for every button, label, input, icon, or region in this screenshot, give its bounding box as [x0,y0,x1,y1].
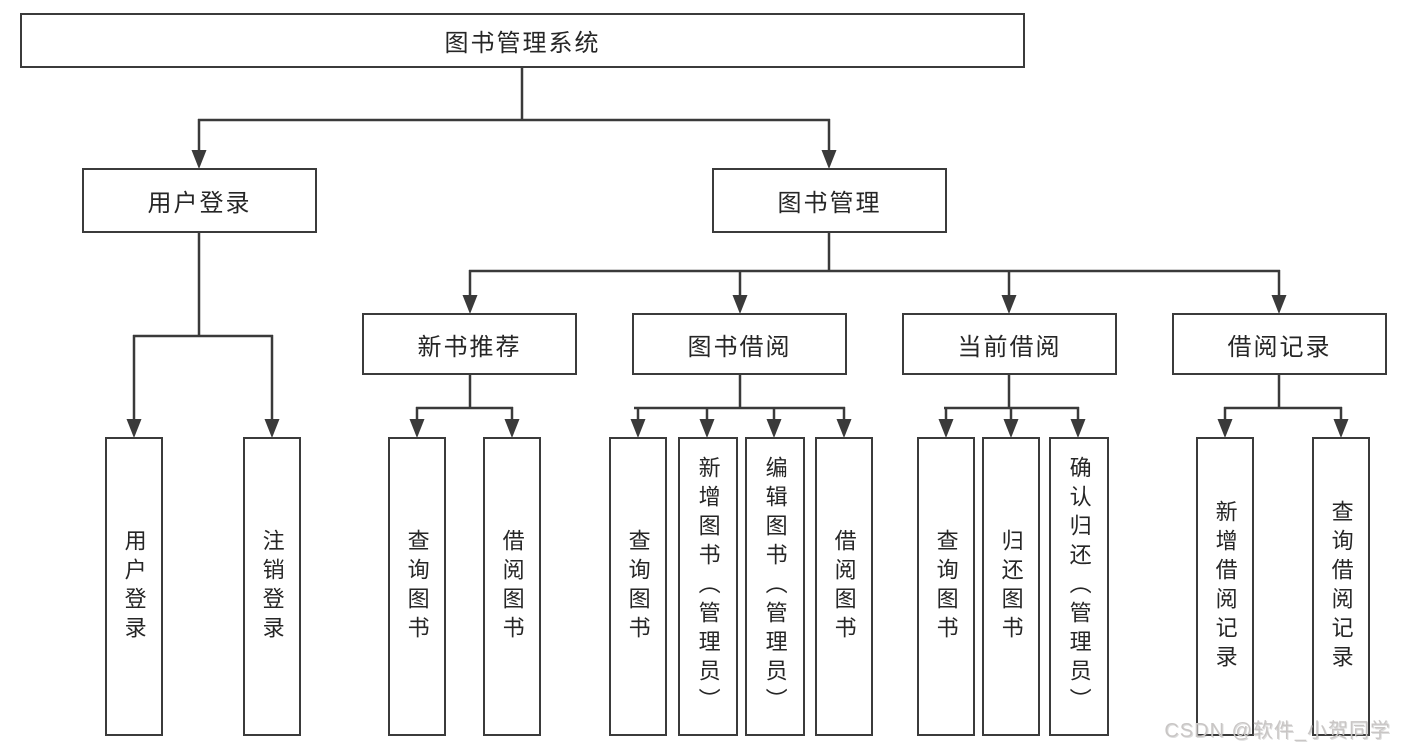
node-new-book-recommend-label: 新书推荐 [417,333,522,361]
leaf-return-book-label: 归还图书 [998,528,1024,645]
leaf-query-books-3: 查询图书 [917,437,975,736]
leaf-query-books-2-label: 查询图书 [625,528,651,645]
node-library-system: 图书管理系统 [20,13,1025,68]
node-book-borrowing: 图书借阅 [632,313,847,375]
leaf-add-borrow-record: 新增借阅记录 [1196,437,1254,736]
node-current-borrowing-label: 当前借阅 [957,333,1062,361]
node-borrowing-records-label: 借阅记录 [1227,333,1332,361]
connector-borrow-record-to-leaves [1217,375,1349,438]
leaf-logout: 注销登录 [243,437,301,736]
leaf-query-borrow-record-label: 查询借阅记录 [1328,499,1354,674]
connector-new-book-to-leaves [409,375,520,438]
leaf-query-books-3-label: 查询图书 [933,528,959,645]
leaf-edit-book-admin-label: 编辑图书（管理员） [762,456,788,717]
leaf-return-book: 归还图书 [982,437,1040,736]
node-user-login: 用户登录 [82,168,317,233]
leaf-borrow-books-1-label: 借阅图书 [499,528,525,645]
leaf-confirm-return-admin-label: 确认归还（管理员） [1066,456,1092,717]
leaf-logout-label: 注销登录 [259,528,285,645]
leaf-query-books-1-label: 查询图书 [404,528,430,645]
node-book-management: 图书管理 [712,168,947,233]
leaf-borrow-books-2: 借阅图书 [815,437,873,736]
leaf-borrow-books-2-label: 借阅图书 [831,528,857,645]
node-library-system-label: 图书管理系统 [444,30,601,57]
leaf-confirm-return-admin: 确认归还（管理员） [1049,437,1109,736]
leaf-user-login-label: 用户登录 [121,528,147,645]
node-user-login-label: 用户登录 [147,190,252,217]
node-current-borrowing: 当前借阅 [902,313,1117,375]
connector-current-borrow-to-leaves [938,375,1086,438]
leaf-add-book-admin: 新增图书（管理员） [678,437,738,736]
leaf-query-borrow-record: 查询借阅记录 [1312,437,1370,736]
leaf-query-books-2: 查询图书 [609,437,667,736]
node-borrowing-records: 借阅记录 [1172,313,1387,375]
leaf-add-borrow-record-label: 新增借阅记录 [1212,499,1238,674]
leaf-query-books-1: 查询图书 [388,437,446,736]
leaf-borrow-books-1: 借阅图书 [483,437,541,736]
leaf-add-book-admin-label: 新增图书（管理员） [695,456,721,717]
leaf-edit-book-admin: 编辑图书（管理员） [745,437,805,736]
csdn-watermark: CSDN @软件_小贺同学 [1164,720,1391,742]
leaf-user-login: 用户登录 [105,437,163,736]
connector-book-mgmt-to-level3 [462,233,1287,314]
node-book-management-label: 图书管理 [777,190,882,217]
node-book-borrowing-label: 图书借阅 [687,333,792,361]
connector-book-borrow-to-leaves [630,375,852,438]
connector-user-login-to-leaves [126,233,280,438]
node-new-book-recommend: 新书推荐 [362,313,577,375]
connector-root-to-level2 [191,67,837,169]
